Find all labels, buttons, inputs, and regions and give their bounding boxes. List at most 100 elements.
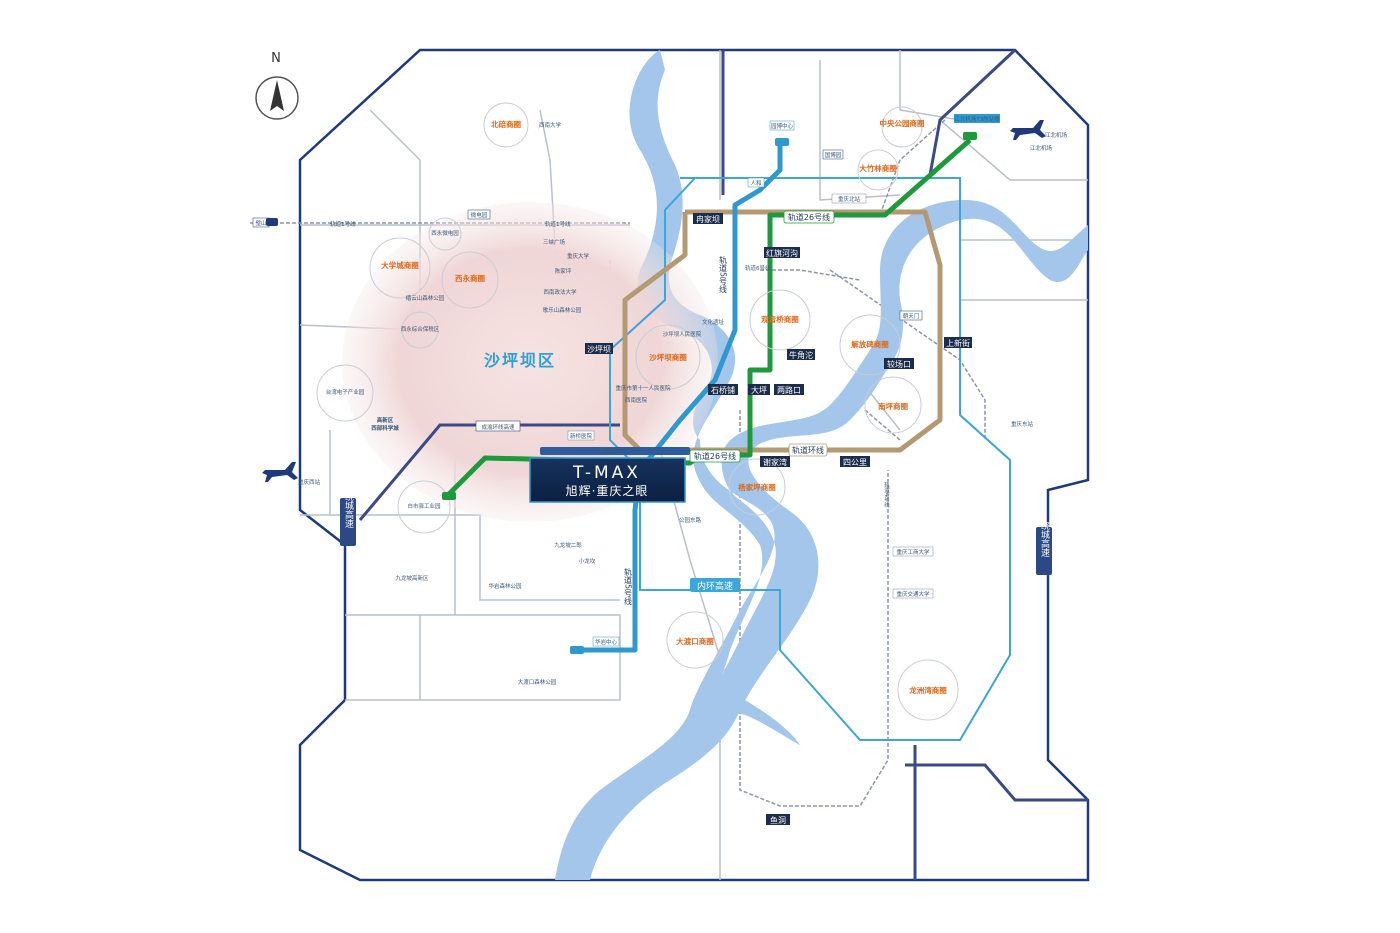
station-jiangbei-t3: 江北机场T3航站楼 — [954, 115, 1000, 123]
ring-highway-label-left: 绕城高速 — [343, 491, 354, 529]
line6-label: 轨道6号线 — [745, 264, 771, 272]
highways — [358, 48, 1088, 880]
place-jinyun: 缙云山森林公园 — [406, 294, 445, 302]
line4-label: 轨道4号线 — [883, 481, 890, 508]
metro-icon — [775, 138, 789, 146]
station-gongshang: 重庆工商大学 — [896, 548, 930, 556]
chengyu-highway-label: 成渝环线高速 — [481, 423, 515, 431]
airport-east-label: 江北机场 — [1030, 144, 1053, 152]
place-jiulong: 九龙坡二郎 — [554, 541, 582, 549]
highway-labels: 绕城高速 绕城高速 内环高速 成渝环线高速 — [340, 420, 1052, 592]
metro-line-labels: 轨道26号线 轨道26号线 轨道环线 轨道5号线 轨道5号线 轨道1号线 轨道1… — [330, 210, 890, 605]
station-chongqing-north: 重庆北站 — [838, 195, 861, 203]
station-jiaotong: 重庆交通大学 — [896, 590, 930, 598]
station-shapingba: 沙坪坝 — [587, 345, 611, 354]
loop-line-label: 轨道环线 — [792, 445, 824, 455]
station-chongqing-west: 重庆西站 — [604, 447, 627, 455]
place-chenjiaping: 陈家坪 — [555, 267, 572, 275]
station-huayan: 华岩中心 — [595, 638, 618, 646]
airport-west: 重庆西站 — [262, 462, 321, 486]
station-sigongli: 四公里 — [843, 458, 867, 467]
station-labels: 冉家坝 红旗河沟 牛角沱 较场口 上新街 沙坪坝 石桥铺 大坪 两路口 谢家湾 … — [585, 114, 1000, 825]
station-airport: 江北机场 — [1045, 131, 1068, 139]
business-rings — [316, 102, 959, 721]
station-yudong: 鱼洞 — [770, 815, 786, 825]
place-shapingba-hospital: 沙坪坝人民医院 — [663, 330, 702, 338]
metro-icon — [266, 218, 278, 226]
line5-label-top: 轨道5号线 — [719, 255, 728, 293]
inner-ring-highway — [609, 177, 1011, 741]
compass: N — [255, 51, 299, 120]
biz-longzhouwan: 龙洲湾商圈 — [909, 685, 947, 695]
station-shiqiaopu: 石桥铺 — [711, 385, 735, 395]
station-renhe: 人和 — [750, 179, 761, 187]
place-sanxia: 三峡广场 — [543, 238, 566, 246]
place-taiwan-park: 台湾电子产业园 — [326, 388, 365, 396]
place-xibu-science-city: 西部科学城 — [371, 424, 399, 432]
station-weidianyuan: 微电园 — [471, 211, 488, 219]
station-jiaochangkou: 较场口 — [887, 359, 911, 369]
place-dadukou-park: 大渡口森林公园 — [518, 678, 557, 686]
tmax-logo: T-MAX — [572, 463, 641, 483]
biz-xiyong: 西永商圈 — [455, 273, 485, 283]
place-southwest-hospital: 西南医院 — [625, 396, 648, 404]
place-cultural-site: 文化遗址 — [702, 318, 725, 326]
station-ranjiaba: 冉家坝 — [696, 214, 720, 224]
airplane-icon — [1010, 120, 1046, 140]
line1-label-west: 轨道1号线 — [330, 220, 356, 228]
station-yuanbo: 园博中心 — [771, 122, 794, 130]
place-xiyong-micro: 西永微电园 — [431, 229, 459, 237]
place-cqu: 重庆大学 — [567, 252, 590, 260]
biz-daxuecheng: 大学城商圈 — [381, 260, 419, 270]
ring-highway-label-right: 绕城高速 — [1039, 520, 1050, 558]
line26-label-top: 轨道26号线 — [788, 212, 830, 222]
biz-shapingba: 沙坪坝商圈 — [649, 352, 687, 362]
station-guobo: 国博园 — [825, 151, 842, 159]
biz-guanyinqiao: 观音桥商圈 — [761, 314, 799, 324]
place-huayan-park: 华岩森林公园 — [488, 582, 522, 590]
metro-icon — [442, 492, 456, 500]
station-chaotianmen: 朝天门 — [903, 312, 920, 320]
north-label: N — [271, 51, 281, 66]
shapingba-zone — [342, 202, 718, 522]
place-xiaolongkan: 小龙坎 — [579, 557, 596, 565]
business-district-labels: 大学城商圈 西永商圈 沙坪坝商圈 观音桥商圈 解放碑商圈 南坪商圈 杨家坪商圈 … — [381, 118, 947, 695]
line5-label-bottom: 轨道5号线 — [624, 567, 633, 605]
biz-beibei: 北碚商圈 — [491, 119, 521, 129]
place-xiyong-bonded: 西永综合保税区 — [401, 325, 440, 333]
airplane-icon — [262, 462, 298, 482]
station-bishan: 璧山 — [255, 219, 266, 227]
place-chongqing-east: 重庆东站 — [1011, 420, 1034, 428]
river-lower-branch — [700, 696, 800, 745]
metro-icon — [570, 646, 584, 654]
biz-dazhulin: 大竹林商圈 — [859, 163, 897, 173]
station-lianglukou: 两路口 — [777, 385, 801, 395]
station-hongqihegou: 红旗河沟 — [766, 248, 798, 258]
station-xiejiawan: 谢家湾 — [763, 457, 787, 467]
place-labels: 高新区 西部科学城 台湾电子产业园 西永综合保税区 西永微电园 白市驿工业园 缙… — [326, 121, 1034, 686]
inner-ring-label: 内环高速 — [697, 580, 733, 592]
place-park-east-road: 公园东路 — [679, 516, 702, 524]
biz-zhongyang: 中央公园商圈 — [880, 118, 925, 128]
station-daping: 大坪 — [751, 385, 767, 395]
line1-label-east: 轨道1号线 — [545, 220, 571, 228]
tmax-tagline: 旭辉·重庆之眼 — [566, 484, 649, 498]
place-zhengfa: 西南政法大学 — [543, 288, 577, 296]
place-baishiyi: 白市驿工业园 — [407, 502, 441, 510]
biz-nanping: 南坪商圈 — [878, 401, 908, 411]
tmax-project-marker: 重庆西站 T-MAX 旭辉·重庆之眼 — [529, 447, 690, 503]
tmax-brand-box — [529, 457, 686, 503]
station-shangxinjie: 上新街 — [946, 338, 970, 348]
metro-icon — [963, 132, 977, 140]
jialing-yangtze-river — [555, 50, 1088, 880]
station-xinqiao: 新桥医院 — [570, 432, 593, 440]
outer-ring-highway — [298, 48, 1090, 882]
airport-east: 江北机场 — [1010, 120, 1053, 152]
airport-west-label: 重庆西站 — [298, 478, 321, 486]
biz-jiefangbei: 解放碑商圈 — [851, 339, 889, 349]
place-jiulongpo-high: 九龙坡高新区 — [395, 574, 429, 582]
biz-dadukou: 大渡口商圈 — [676, 636, 714, 646]
small-station-boxes: 园博中心 人和 国博园 璧山 微电园 华岩中心 重庆工商大学 重庆交通大学 朝天… — [252, 120, 1072, 647]
place-southwest-univ: 西南大学 — [539, 121, 562, 129]
biz-yangjiaping: 杨家坪商圈 — [738, 482, 776, 492]
